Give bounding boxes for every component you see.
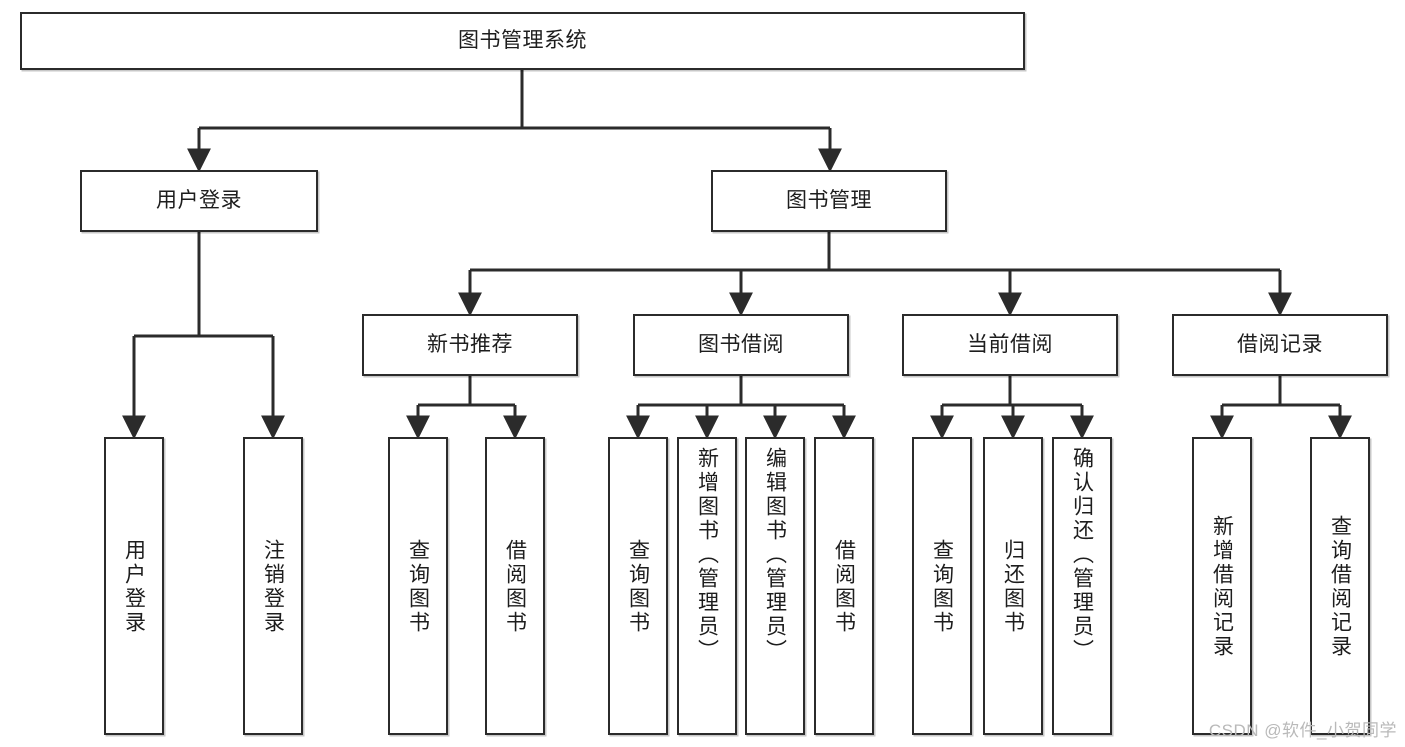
- csdn-watermark: CSDN @软件_小贺同学: [1208, 721, 1397, 740]
- node-leaf-borrow-book-2[interactable]: 借阅图书: [814, 437, 874, 735]
- node-leaf-query-book-3[interactable]: 查询图书: [912, 437, 972, 735]
- node-leaf-return-book[interactable]: 归还图书: [983, 437, 1043, 735]
- node-root-label: 图书管理系统: [458, 28, 587, 52]
- node-borrow-record-label: 借阅记录: [1237, 332, 1323, 356]
- node-leaf-query-book-3-label: 查询图书: [930, 539, 954, 635]
- node-current-borrow[interactable]: 当前借阅: [902, 314, 1118, 376]
- node-borrow-record[interactable]: 借阅记录: [1172, 314, 1388, 376]
- node-root[interactable]: 图书管理系统: [20, 12, 1025, 70]
- node-leaf-add-borrow-record[interactable]: 新增借阅记录: [1192, 437, 1252, 735]
- node-leaf-user-logout[interactable]: 注销登录: [243, 437, 303, 735]
- node-new-book-recommend-label: 新书推荐: [427, 332, 513, 356]
- node-leaf-query-book-1[interactable]: 查询图书: [388, 437, 448, 735]
- node-leaf-query-book-2-label: 查询图书: [626, 539, 650, 635]
- node-new-book-recommend[interactable]: 新书推荐: [362, 314, 578, 376]
- node-leaf-add-borrow-record-label: 新增借阅记录: [1210, 515, 1234, 659]
- node-leaf-add-book-admin[interactable]: 新增图书（管理员）: [677, 437, 737, 735]
- node-leaf-confirm-return-admin[interactable]: 确认归还（管理员）: [1052, 437, 1112, 735]
- node-user-login-label: 用户登录: [156, 188, 242, 212]
- node-leaf-return-book-label: 归还图书: [1001, 539, 1025, 635]
- node-book-manage-label: 图书管理: [786, 188, 872, 212]
- node-leaf-borrow-book-2-label: 借阅图书: [832, 539, 856, 635]
- node-leaf-borrow-book-1[interactable]: 借阅图书: [485, 437, 545, 735]
- node-leaf-edit-book-admin[interactable]: 编辑图书（管理员）: [745, 437, 805, 735]
- node-leaf-user-logout-label: 注销登录: [261, 539, 285, 635]
- node-leaf-confirm-return-admin-label: 确认归还（管理员）: [1070, 447, 1094, 663]
- node-leaf-user-login[interactable]: 用户登录: [104, 437, 164, 735]
- node-current-borrow-label: 当前借阅: [967, 332, 1053, 356]
- node-leaf-query-borrow-record-label: 查询借阅记录: [1328, 515, 1352, 659]
- node-book-borrow[interactable]: 图书借阅: [633, 314, 849, 376]
- node-leaf-add-book-admin-label: 新增图书（管理员）: [695, 447, 719, 663]
- node-user-login[interactable]: 用户登录: [80, 170, 318, 232]
- node-book-borrow-label: 图书借阅: [698, 332, 784, 356]
- node-leaf-borrow-book-1-label: 借阅图书: [503, 539, 527, 635]
- node-leaf-query-book-1-label: 查询图书: [406, 539, 430, 635]
- node-leaf-query-borrow-record[interactable]: 查询借阅记录: [1310, 437, 1370, 735]
- node-leaf-user-login-label: 用户登录: [122, 539, 146, 635]
- node-book-manage[interactable]: 图书管理: [711, 170, 947, 232]
- node-leaf-query-book-2[interactable]: 查询图书: [608, 437, 668, 735]
- node-leaf-edit-book-admin-label: 编辑图书（管理员）: [763, 447, 787, 663]
